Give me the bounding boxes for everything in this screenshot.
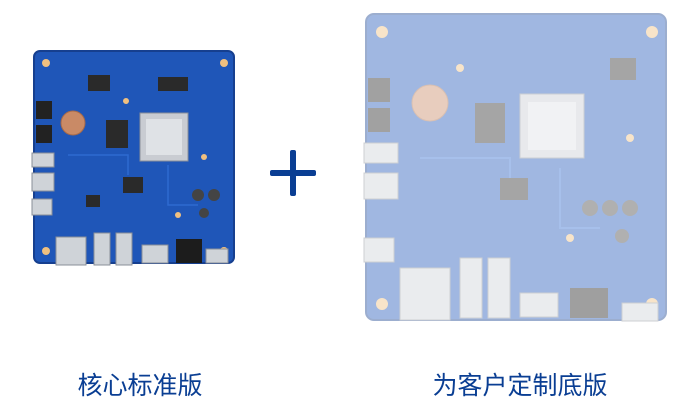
core-board-caption: 核心标准版 [77, 371, 203, 400]
pcb-illustration [31, 50, 235, 266]
plus-icon [268, 148, 318, 198]
custom-board-caption: 为客户定制底版 [432, 371, 608, 400]
core-board-image [28, 45, 243, 275]
custom-board-image [360, 8, 676, 333]
pcb-illustration [363, 13, 667, 322]
